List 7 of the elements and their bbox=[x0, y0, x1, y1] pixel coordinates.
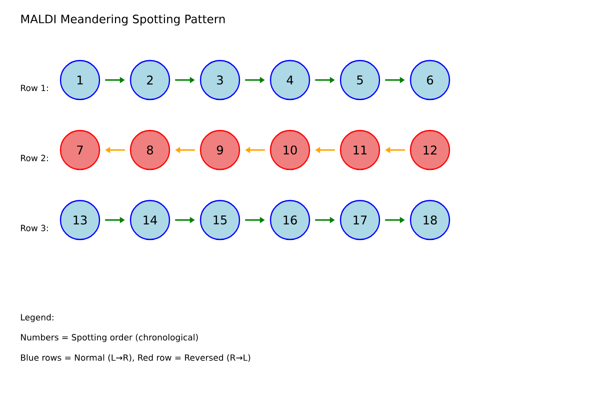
row-label: Row 1: bbox=[21, 84, 48, 92]
legend-text: Numbers = Spotting order (chronological) bbox=[21, 334, 198, 342]
title: MALDI Meandering Spotting Pattern bbox=[21, 14, 225, 26]
row-label: Row 3: bbox=[21, 224, 48, 232]
legend-text: Legend: bbox=[21, 314, 54, 322]
legend-text: Blue rows = Normal (L→R), Red row = Reversed (R→L) bbox=[21, 354, 250, 362]
row-label: Row 2: bbox=[21, 154, 48, 162]
